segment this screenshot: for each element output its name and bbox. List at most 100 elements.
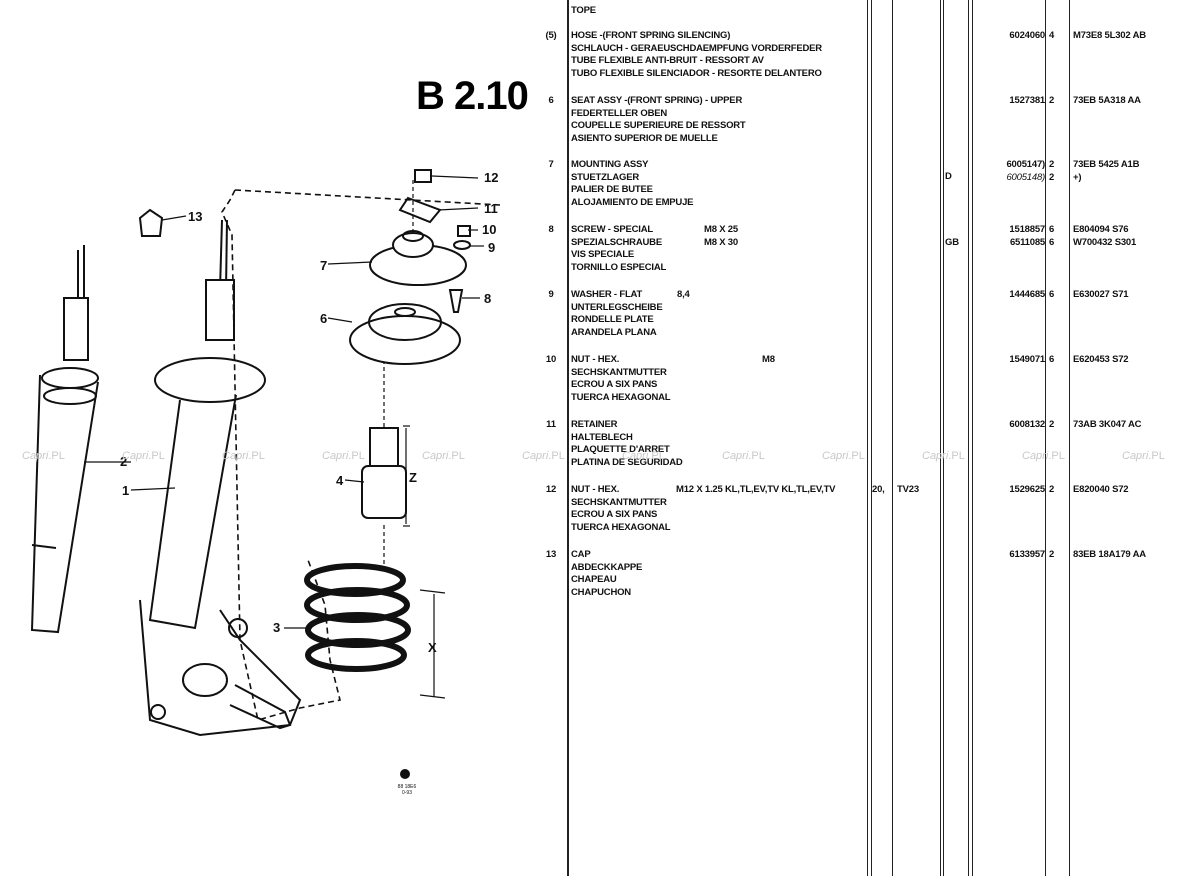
watermark: Capri.PL [222, 450, 265, 462]
dimension-x-label: X [428, 640, 437, 655]
description-line: ABDECKKAPPE [571, 561, 643, 573]
quantity: 2 [1049, 171, 1055, 183]
watermark: Capri.PL [1022, 450, 1065, 462]
watermark: Capri.PL [122, 450, 165, 462]
watermark: Capri.PL [1122, 450, 1165, 462]
description-line: CHAPEAU [571, 574, 617, 585]
spec-value: M12 X 1.25 KL,TL,EV,TV KL,TL,EV,TV [676, 484, 836, 495]
callout-13: 13 [188, 209, 203, 224]
watermark: Capri.PL [422, 450, 465, 462]
callout-4: 4 [336, 473, 344, 488]
item-number: (5) [545, 30, 557, 41]
dimension-z-label: Z [409, 470, 417, 485]
part-number: 6133957 [1009, 549, 1045, 560]
description-line: COUPELLE SUPERIEURE DE RESSORT [571, 120, 746, 131]
description-line: SEAT ASSY -(FRONT SPRING) - UPPER [571, 95, 743, 106]
callout-11: 11 [484, 201, 498, 216]
part-number: 6024060 [1009, 30, 1045, 41]
callout-7: 7 [320, 258, 328, 273]
model-code: TV23 [897, 484, 919, 495]
item-number: 8 [548, 224, 554, 235]
description-line: ARANDELA PLANA [571, 326, 657, 338]
quantity: 2 [1049, 419, 1055, 430]
watermark: Capri.PL [822, 450, 865, 462]
description-line: HALTEBLECH [571, 431, 633, 443]
column-rule [867, 0, 868, 876]
callout-10: 10 [482, 222, 497, 237]
quantity: 4 [1049, 30, 1055, 41]
item-number: 6 [548, 95, 554, 106]
description-line: SCREW - SPECIAL [571, 224, 653, 235]
description-line: SECHSKANTMUTTER [571, 496, 667, 508]
description-line: ASIENTO SUPERIOR DE MUELLE [571, 132, 718, 144]
drawing-ref-2: 0-93 [401, 790, 412, 796]
description-line: ALOJAMIENTO DE EMPUJE [571, 196, 694, 208]
quantity: 2 [1049, 549, 1055, 560]
quantity: 6 [1049, 354, 1055, 365]
quantity: 6 [1049, 236, 1055, 248]
spec-value: M8 X 30 [704, 236, 738, 248]
description-line: MOUNTING ASSY [571, 159, 649, 170]
watermark: Capri.PL [622, 450, 665, 462]
coil-spring-illustration [304, 563, 446, 699]
description-line: SCHLAUCH - GERAEUSCHDAEMPFUNG VORDERFEDE… [571, 42, 822, 54]
callout-12: 12 [484, 170, 499, 185]
description-line: ECROU A SIX PANS [571, 509, 658, 520]
range-value: 20, [872, 484, 885, 495]
column-rule [972, 0, 973, 876]
item-number: 9 [548, 289, 554, 300]
item-number: 12 [545, 484, 557, 495]
description-line: WASHER - FLAT [571, 289, 643, 300]
item-number: 11 [546, 419, 556, 430]
top-fragment: TOPE [571, 5, 596, 16]
description-line: TUBO FLEXIBLE SILENCIADOR - RESORTE DELA… [571, 67, 822, 79]
engineering-number: 73EB 5A318 AA [1073, 95, 1141, 106]
description-line: RETAINER [571, 419, 618, 430]
description-line: ECROU A SIX PANS [571, 379, 658, 390]
mounting-illustration [369, 180, 467, 286]
watermark: Capri.PL [522, 450, 565, 462]
engineering-number: E804094 S76 [1073, 224, 1129, 235]
quantity: 2 [1049, 159, 1055, 170]
description-line: TUBE FLEXIBLE ANTI-BRUIT - RESSORT AV [571, 55, 764, 66]
description-line: PALIER DE BUTEE [571, 184, 653, 195]
engineering-number: E620453 S72 [1073, 354, 1129, 365]
country-code: GB [945, 236, 959, 248]
item-number: 13 [545, 549, 557, 560]
watermark: Capri.PL [22, 450, 65, 462]
country-code: D [945, 171, 952, 182]
column-rule [1045, 0, 1046, 876]
description-line: HOSE -(FRONT SPRING SILENCING) [571, 30, 731, 41]
description-line: TUERCA HEXAGONAL [571, 521, 671, 533]
spec-value: M8 X 25 [704, 224, 738, 235]
exploded-strut-diagram [30, 169, 501, 737]
description-line: CAP [571, 549, 591, 560]
quantity: 6 [1049, 289, 1055, 300]
engineering-number: E820040 S72 [1073, 484, 1129, 495]
description-line: TORNILLO ESPECIAL [571, 261, 667, 273]
screw-illustration [448, 289, 464, 313]
callout-8: 8 [484, 291, 492, 306]
engineering-number: W700432 S301 [1073, 236, 1137, 248]
column-rule [943, 0, 944, 876]
part-number: 6008132 [1009, 419, 1045, 430]
reference-dot-icon [400, 769, 410, 779]
item-number: 10 [545, 354, 557, 365]
part-number: 1444685 [1009, 289, 1045, 300]
description-line: SPEZIALSCHRAUBE [571, 236, 662, 248]
quantity: 6 [1049, 224, 1055, 235]
watermark: Capri.PL [922, 450, 965, 462]
column-rule [940, 0, 941, 876]
column-rule [892, 0, 893, 876]
description-line: NUT - HEX. [571, 484, 620, 495]
part-number: 6005148) [1006, 171, 1045, 183]
cap-illustration [138, 208, 164, 237]
quantity: 2 [1049, 95, 1055, 106]
callout-9: 9 [488, 240, 496, 255]
part-number: 1529625 [1009, 484, 1045, 495]
engineering-number: +) [1073, 171, 1082, 183]
description-line: FEDERTELLER OBEN [571, 107, 668, 119]
spec-value: 8,4 [677, 289, 690, 300]
spec-value: M8 [762, 354, 775, 365]
description-line: CHAPUCHON [571, 586, 631, 598]
